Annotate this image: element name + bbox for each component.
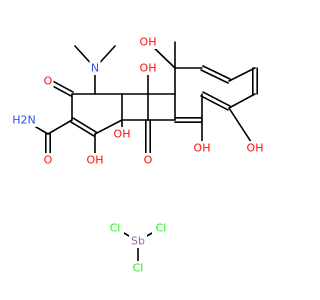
atom-label-o_oh_5: OH <box>140 62 157 75</box>
atom-bg-o_oh_4a <box>113 127 131 141</box>
atom-bg-o_oh_6 <box>139 35 157 49</box>
atom-bg-n_dimethyl <box>89 61 101 75</box>
bond-a10-a10a <box>228 93 256 109</box>
atom-bg-o_oh_5 <box>139 61 157 75</box>
bond-a3-c_am <box>47 119 73 135</box>
atom-label-cl_bottom: Cl <box>133 262 144 275</box>
atom-label-n_dimethyl: N <box>91 62 99 75</box>
atom-label-cl_left: Cl <box>110 222 121 235</box>
atom-label-o_ketone_top: O <box>44 75 53 88</box>
atom-bg-cl_right <box>152 221 170 235</box>
atom-bg-cl_bottom <box>129 261 147 275</box>
atom-bg-o_ketone_top <box>42 74 54 88</box>
bond-a10a-a6a-1 <box>202 91 231 107</box>
atom-bg-cl_left <box>106 221 124 235</box>
atom-label-o_oh_phenol: OH <box>247 142 264 155</box>
bond-a7-a8-0 <box>202 65 231 80</box>
atom-bg-sb <box>129 234 147 248</box>
atom-bg-o_oh_phenol <box>246 141 264 155</box>
atom-label-sb: Sb <box>131 235 145 248</box>
bond-a4a-a4 <box>94 119 123 135</box>
bond-a4-a3-0 <box>70 121 95 137</box>
bond-a4-a3-1 <box>72 117 97 133</box>
atom-bg-o_oh_1 <box>86 153 104 167</box>
atom-bg-o_amide <box>42 153 54 167</box>
atom-label-o_oh_11: OH <box>194 142 211 155</box>
bond-a8-a9 <box>228 67 256 82</box>
atom-bg-o_ketone_mid <box>142 153 154 167</box>
atom-label-o_amide: O <box>44 154 53 167</box>
atom-bg-o_oh_11 <box>193 141 211 155</box>
atom-label-n_amide: H2N <box>12 114 36 127</box>
atom-label-cl_right: Cl <box>156 222 167 235</box>
atom-bg-n_amide <box>11 113 37 127</box>
atom-label-o_oh_4a: OH <box>114 128 131 141</box>
atom-label-o_ketone_mid: O <box>144 154 153 167</box>
atom-label-o_oh_1: OH <box>87 154 104 167</box>
bond-a7-a8-1 <box>200 69 229 84</box>
bond-a10a-a6a-0 <box>200 95 229 111</box>
atom-label-o_oh_6: OH <box>140 36 157 49</box>
